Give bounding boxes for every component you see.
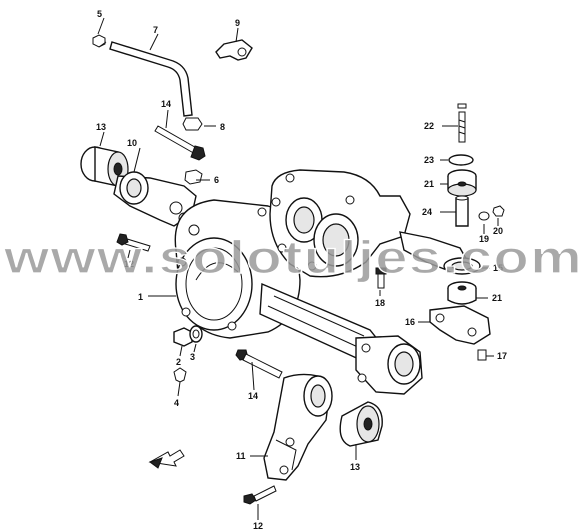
callout-7: 7 — [153, 25, 158, 35]
callout-4: 4 — [174, 398, 179, 408]
callout-22: 22 — [424, 121, 434, 131]
callout-23: 23 — [424, 155, 434, 165]
callout-13-lower: 13 — [350, 462, 360, 472]
callout-14-lower: 14 — [248, 391, 258, 401]
differential-carrier — [174, 199, 423, 395]
callout-18: 18 — [375, 298, 385, 308]
callout-12: 12 — [124, 259, 134, 269]
callout-6: 6 — [214, 175, 219, 185]
callout-2: 2 — [176, 357, 181, 367]
carrier-housing-rear — [269, 169, 411, 278]
callout-labels: 5 7 9 14 8 13 10 6 22 23 21 24 19 20 12 … — [96, 9, 507, 531]
callout-9: 9 — [235, 18, 240, 28]
callout-21: 21 — [424, 179, 434, 189]
callout-24: 24 — [422, 207, 432, 217]
callout-5: 5 — [97, 9, 102, 19]
drain-plug-parts — [173, 325, 203, 383]
breather-hose-assembly — [92, 34, 253, 131]
callout-11: 11 — [236, 451, 246, 461]
callout-19: 19 — [479, 234, 489, 244]
callout-10: 10 — [127, 138, 137, 148]
front-direction-arrow-icon — [148, 449, 185, 469]
callout-16: 16 — [405, 317, 415, 327]
callout-21-lower: 21 — [492, 293, 502, 303]
callout-15: 15 — [493, 263, 503, 273]
callout-13: 13 — [96, 122, 106, 132]
callout-17: 17 — [497, 351, 507, 361]
callout-3: 3 — [190, 352, 195, 362]
callout-8: 8 — [220, 122, 225, 132]
callout-12-lower: 12 — [253, 521, 263, 531]
left-mount-assembly — [80, 125, 206, 252]
leader-lines — [97, 17, 499, 520]
right-mount-stack — [375, 103, 505, 361]
lower-bracket-assembly — [235, 349, 383, 505]
callout-1: 1 — [138, 292, 143, 302]
callout-20: 20 — [493, 226, 503, 236]
watermark: www.solotuljes.com — [3, 231, 583, 283]
callout-14: 14 — [161, 99, 171, 109]
